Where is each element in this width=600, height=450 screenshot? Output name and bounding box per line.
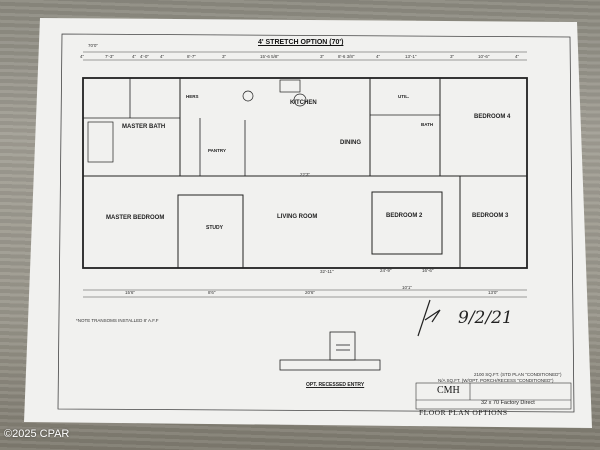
room-bedroom-3: BEDROOM 3	[472, 213, 509, 219]
dim-top: 7'-3"	[105, 54, 114, 59]
room-master-bath: MASTER BATH	[122, 124, 166, 130]
sqft-std: 2100 SQ.FT. (STD PLAN "CONDITIONED")	[474, 372, 562, 377]
sheet-title: 4' STRETCH OPTION (70')	[258, 39, 344, 46]
dim-top: 4"	[376, 54, 381, 59]
dim-top: 10'-6"	[478, 54, 490, 59]
room-bedroom-2: BEDROOM 2	[386, 213, 423, 219]
dim-top: 8'-7"	[187, 54, 196, 59]
dim-top: 13'-1"	[405, 54, 417, 59]
room-dining: DINING	[340, 140, 361, 146]
dim-top: 4"	[132, 54, 137, 59]
overall-dimension: 70'0"	[88, 43, 98, 48]
signature	[417, 299, 441, 337]
dim-top: 3"	[320, 54, 325, 59]
dim-top: 3"	[222, 54, 227, 59]
room-bath: BATH	[421, 122, 434, 127]
plan-walls	[82, 77, 528, 269]
dim-bottom: 8'6"	[208, 290, 216, 295]
dim-bottom: 15'6"	[125, 290, 135, 295]
dim-top: 3"	[450, 54, 455, 59]
recessed-entry-drawing	[279, 331, 381, 371]
dim-top: 4"	[515, 54, 520, 59]
dim-bottom: 20'6"	[305, 290, 315, 295]
dim-interior: 32'-11"	[320, 269, 334, 274]
dim-bottom: 10'1"	[402, 285, 412, 290]
room-pantry: PANTRY	[208, 148, 226, 153]
sheet-border	[57, 33, 575, 413]
room-bedroom-4: BEDROOM 4	[474, 114, 511, 120]
dimension-lines	[83, 51, 527, 298]
room-hers: HERS	[186, 94, 199, 99]
paper	[24, 18, 592, 428]
sqft-opt: N/A SQ.FT. (W/OPT. PORCH/RECESS "CONDITI…	[438, 378, 554, 383]
room-util: UTIL.	[398, 94, 410, 99]
signature-date: 9/2/21	[458, 308, 513, 328]
dim-top: 15'-6 5/8"	[260, 54, 279, 59]
recessed-entry-label: OPT. RECESSED ENTRY	[306, 382, 365, 388]
title-block	[415, 382, 572, 410]
watermark: ©2025 CPAR	[4, 428, 70, 440]
dim-top: 8'-6 3/8"	[338, 54, 355, 59]
room-study: STUDY	[206, 225, 223, 231]
room-master-bedroom: MASTER BEDROOM	[106, 215, 165, 221]
dim-interior: 16'-6"	[422, 268, 434, 273]
dim-top: 4'-0"	[140, 54, 149, 59]
dim-top: 4"	[80, 54, 85, 59]
room-kitchen: KITCHEN	[290, 100, 317, 106]
dim-interior: 22'3"	[300, 172, 310, 177]
dim-interior: 24'-9"	[380, 268, 392, 273]
company-logo: CMH	[437, 385, 460, 396]
model-name: 32 x 70 Factory Direct	[481, 400, 535, 406]
room-living-room: LIVING ROOM	[277, 214, 318, 220]
dim-top: 4"	[160, 54, 165, 59]
dim-bottom: 13'0"	[488, 290, 498, 295]
transom-note: *NOTE TRANSOMS INSTALLED 8' A.F.F	[76, 318, 159, 323]
sheet-name: FLOOR PLAN OPTIONS	[419, 408, 508, 417]
